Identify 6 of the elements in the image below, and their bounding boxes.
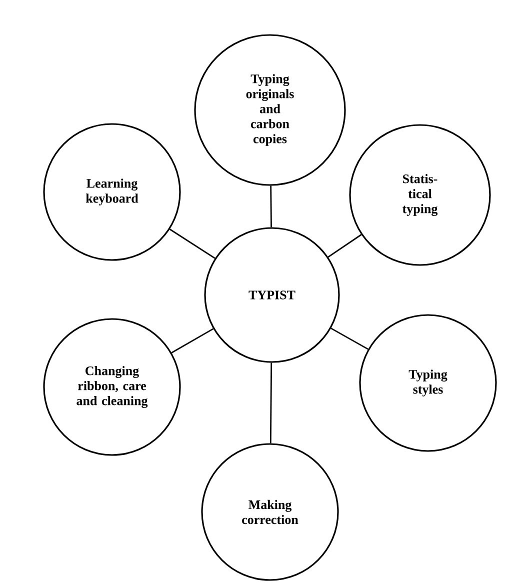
connector-line [171,328,214,354]
connector-line [169,228,216,259]
connector-line [270,186,272,228]
connector-line [328,234,362,258]
connector-line [270,362,272,444]
connector-line [330,328,368,350]
